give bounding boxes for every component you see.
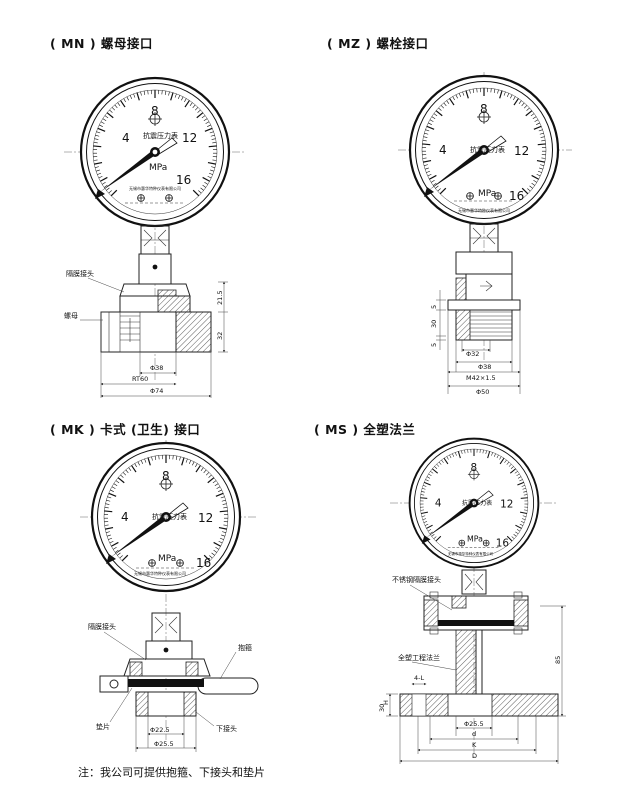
scale-12-label: 12 (182, 131, 197, 145)
dial-text: 抗震压力表 (143, 131, 178, 140)
scale-16-label: 16 (509, 189, 524, 203)
scale-16-label: 16 (196, 556, 211, 570)
unit-label: MPa (149, 163, 167, 173)
scale-12-label: 12 (198, 511, 213, 525)
scale-4-label: 4 (439, 143, 447, 157)
scale-8-label: 8 (471, 462, 478, 474)
unit-label: MPa (158, 554, 176, 564)
gauge-dial-mz: 4 8 12 16 抗震压力表 MPa 无锡市惠华特种仪表有限公司 (408, 74, 560, 226)
mk-lower-label: 下接头 (216, 724, 237, 733)
mz-dim-30: 30 (430, 320, 438, 328)
scale-16-label: 16 (496, 538, 509, 550)
ms-drawing: 4 8 12 16 抗震压力表 MPa 无锡市惠华特种仪表有限公司 不锈钢隔膜接… (378, 437, 566, 764)
scale-8-label: 8 (480, 102, 488, 116)
mz-dim-5a: 5 (430, 305, 438, 309)
maker-label: 无锡市惠华特种仪表有限公司 (448, 551, 494, 556)
ms-dim-k: K (472, 741, 477, 749)
unit-label: MPa (467, 534, 483, 543)
section-title-mn: ( MN ) 螺母接口 (50, 36, 153, 51)
maker-label: 无锡市惠华特种仪表有限公司 (129, 185, 181, 191)
scale-12-label: 12 (514, 144, 529, 158)
mn-drawing: 4 8 12 16 抗震压力表 MPa 无锡市惠华特种仪表有限公司 隔膜接头 螺… (64, 76, 244, 398)
mn-dim-d74: Φ74 (150, 387, 163, 395)
footnote: 注：我公司可提供抱箍、下接头和垫片 (78, 766, 265, 779)
maker-label: 无锡市惠华特种仪表有限公司 (134, 570, 186, 576)
mk-diaphragm-label: 隔膜接头 (88, 622, 116, 631)
scale-12-label: 12 (500, 498, 513, 510)
dial-text: 抗震压力表 (462, 499, 492, 507)
mn-dim-rt60: RT60 (132, 375, 148, 383)
scale-4-label: 4 (121, 510, 129, 524)
mk-clamp-label: 抱箍 (238, 643, 252, 652)
mz-dim-5b: 5 (430, 343, 438, 347)
ms-dim-4l: 4-L (414, 674, 424, 682)
mz-dim-d38: Φ38 (478, 363, 491, 371)
scale-8-label: 8 (151, 104, 159, 118)
ms-dim-d25-5: Φ25.5 (464, 720, 484, 728)
mk-drawing: 4 8 12 16 抗震压力表 MPa 无锡市惠华特种仪表有限公司 隔膜接头 抱… (80, 440, 259, 752)
mn-dim-d38: Φ38 (150, 364, 163, 372)
scale-16-label: 16 (176, 173, 191, 187)
section-title-mz: ( MZ ) 螺栓接口 (327, 36, 429, 51)
section-title-ms: ( MS ) 全塑法兰 (314, 422, 416, 437)
ms-flange-label: 全塑工程法兰 (398, 653, 440, 662)
scale-4-label: 4 (435, 497, 442, 509)
scale-8-label: 8 (162, 469, 170, 483)
mz-dim-d50: Φ50 (476, 388, 489, 396)
gauge-dial-mn: 4 8 12 16 抗震压力表 MPa 无锡市惠华特种仪表有限公司 (79, 76, 231, 228)
gauge-dial-mk: 4 8 12 16 抗震压力表 MPa 无锡市惠华特种仪表有限公司 (90, 441, 242, 593)
mn-nut-label: 螺母 (64, 311, 78, 320)
dial-text: 抗震压力表 (152, 512, 187, 521)
ms-dim-d: d (472, 730, 476, 738)
mk-dim-d22-5: Φ22.5 (150, 726, 170, 734)
mz-drawing: 4 8 12 16 抗震压力表 MPa 无锡市惠华特种仪表有限公司 5 30 5 (398, 72, 572, 396)
mz-dim-d32: Φ32 (466, 350, 479, 358)
maker-label: 无锡市惠华特种仪表有限公司 (458, 207, 510, 213)
mn-dim-32: 32 (216, 332, 224, 340)
gauge-dial-ms: 4 8 12 16 抗震压力表 MPa 无锡市惠华特种仪表有限公司 (408, 437, 540, 569)
mk-dim-d25-5: Φ25.5 (154, 740, 174, 748)
mn-diaphragm-label: 隔膜接头 (66, 269, 94, 278)
mk-gasket-label: 垫片 (96, 722, 110, 731)
ms-dim-30: 30 (378, 704, 386, 712)
ms-dim-h: H (382, 700, 390, 705)
section-title-mk: ( MK ) 卡式 (卫生) 接口 (50, 422, 201, 437)
ms-ss-diaphragm-label: 不锈钢隔膜接头 (392, 575, 441, 584)
unit-label: MPa (478, 189, 496, 199)
ms-dim-85: 85 (554, 656, 562, 664)
mz-dim-thread: M42×1.5 (466, 374, 496, 382)
scale-4-label: 4 (122, 131, 130, 145)
dial-text: 抗震压力表 (470, 145, 505, 154)
ms-dim-D: D (472, 752, 477, 760)
mn-dim-21-5: 21.5 (216, 291, 224, 305)
